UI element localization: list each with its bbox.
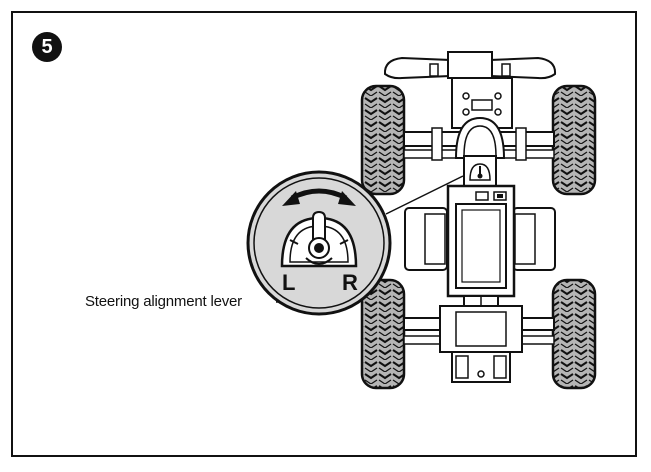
step-number-badge: 5 [32, 32, 62, 62]
zoom-leader-line [385, 175, 464, 215]
rear-left-tire [360, 278, 406, 390]
steering-lever-zoom: L R [246, 170, 392, 316]
front-right-tire [551, 84, 597, 196]
front-left-tire [360, 84, 406, 196]
dial-right-label: R [342, 270, 358, 295]
steering-alignment-lever-label: Steering alignment lever [85, 293, 242, 310]
steering-lever-small [463, 155, 497, 187]
rear-right-tire [551, 278, 597, 390]
rear-axle [403, 305, 555, 353]
side-pods [404, 207, 556, 271]
rear-bumper [451, 351, 511, 383]
front-chassis [451, 77, 513, 129]
central-chassis [446, 184, 516, 298]
front-axle [403, 116, 555, 161]
dial-left-label: L [282, 270, 295, 295]
front-bumper [383, 51, 557, 80]
